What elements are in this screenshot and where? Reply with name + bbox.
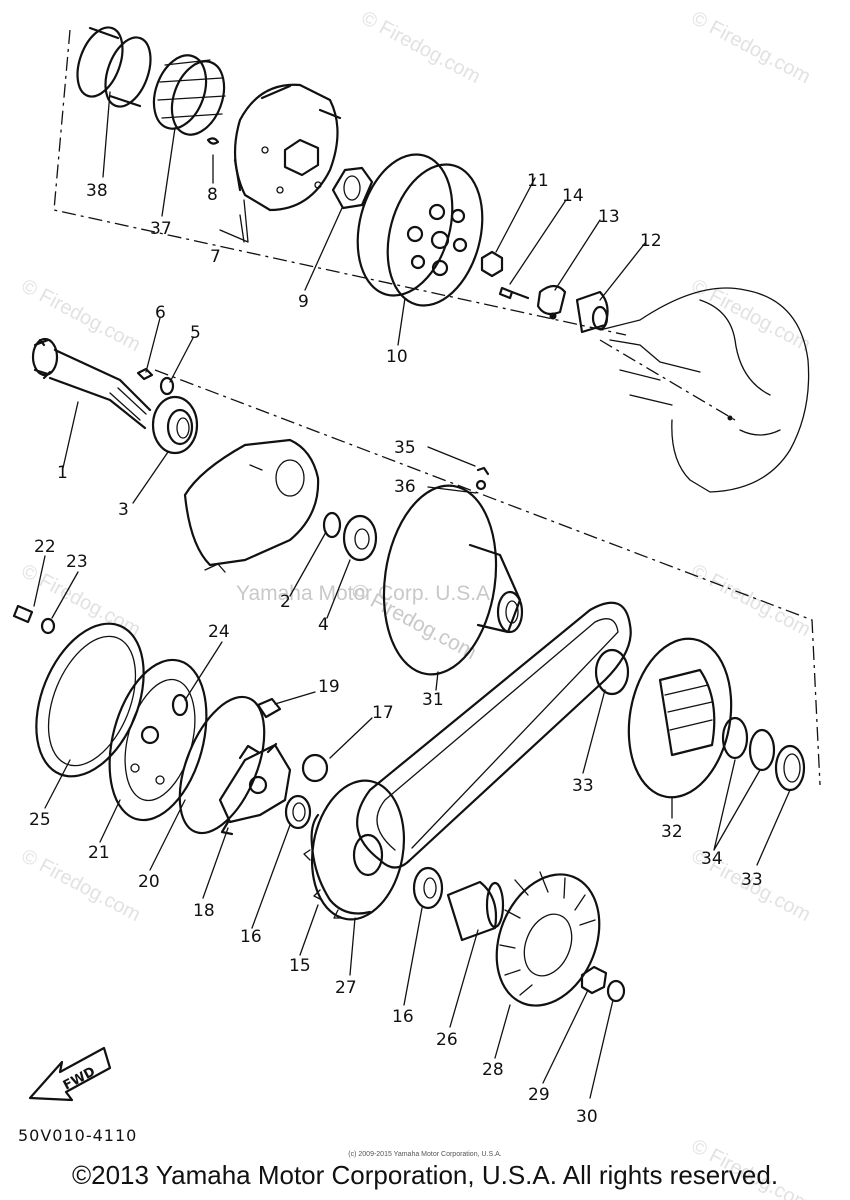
part-label: 18 <box>193 901 215 921</box>
clutch-sleeve-drawing <box>76 26 152 108</box>
diagram-code: 50V010-4110 <box>18 1126 138 1145</box>
watermark: © Firedog.com <box>688 7 814 88</box>
part-label: 29 <box>528 1085 550 1105</box>
rear-sheave-drawing <box>594 637 806 799</box>
o-ring-drawing <box>178 695 266 835</box>
drive-parts-drawing <box>412 866 626 1007</box>
part-label: 2 <box>280 592 291 612</box>
part-label: 32 <box>661 822 683 842</box>
primary-sheave-drawing <box>382 466 524 676</box>
part-label: 3 <box>118 500 129 520</box>
shaft-drawing <box>31 337 152 430</box>
part-label: 38 <box>86 181 108 201</box>
part-label: 25 <box>29 810 51 830</box>
part-label: 24 <box>208 622 230 642</box>
part-label: 27 <box>335 978 357 998</box>
part-label: 4 <box>318 615 329 635</box>
part-label: 20 <box>138 872 160 892</box>
part-label: 12 <box>640 231 662 251</box>
transmission-cover-drawing <box>183 438 320 573</box>
part-label: 35 <box>394 438 416 458</box>
watermark: © Firedog.com <box>688 560 814 641</box>
circlip-bearing-drawing <box>322 511 378 562</box>
part-label: 22 <box>34 537 56 557</box>
cover-plate-drawing <box>108 658 208 822</box>
part-label: 34 <box>701 849 723 869</box>
roller-bush-drawing <box>284 753 329 830</box>
watermark: © Firedog.com <box>358 7 484 88</box>
clutch-spring-drawing <box>152 54 226 136</box>
clutch-housing-drawing <box>356 153 484 307</box>
clutch-carrier-drawing <box>206 83 342 212</box>
watermark-layer: © Firedog.com © Firedog.com © Firedog.co… <box>18 7 814 1200</box>
part-label: 6 <box>155 303 166 323</box>
part-label: 30 <box>576 1107 598 1127</box>
fine-print: (c) 2009-2015 Yamaha Motor Corporation, … <box>348 1151 502 1158</box>
watermark: © Firedog.com <box>688 275 814 356</box>
part-label: 10 <box>386 347 408 367</box>
part-label: 17 <box>372 703 394 723</box>
part-label: 5 <box>190 323 201 343</box>
part-label: 16 <box>240 927 262 947</box>
part-label: 23 <box>66 552 88 572</box>
v-belt-drawing <box>356 601 632 869</box>
part-label: 36 <box>394 477 416 497</box>
part-label: 28 <box>482 1060 504 1080</box>
leader-lines <box>33 91 791 1099</box>
part-label: 16 <box>392 1007 414 1027</box>
assembly-boundary <box>53 29 821 786</box>
bearing-drawing <box>151 395 199 455</box>
small-parts-top-drawing <box>480 250 609 334</box>
part-label: 9 <box>298 292 309 312</box>
part-label: 15 <box>289 956 311 976</box>
part-label: 7 <box>210 247 221 267</box>
part-label: 33 <box>572 776 594 796</box>
part-label: 8 <box>207 185 218 205</box>
clutch-nut-drawing <box>331 166 374 210</box>
cam-plate-drawing <box>218 697 292 836</box>
part-label: 26 <box>436 1030 458 1050</box>
secondary-sheave-drawing <box>303 779 406 921</box>
part-label: 37 <box>150 219 172 239</box>
part-label: 11 <box>527 171 549 191</box>
crankcase-drawing <box>599 287 810 493</box>
copyright-notice: ©2013 Yamaha Motor Corporation, U.S.A. A… <box>71 1160 779 1190</box>
watermark: © Firedog.com <box>18 845 144 926</box>
part-label: 19 <box>318 677 340 697</box>
part-label: 31 <box>422 690 444 710</box>
part-label: 13 <box>598 207 620 227</box>
fwd-arrow: FWD <box>28 1046 112 1102</box>
part-label: 33 <box>741 870 763 890</box>
part-label: 14 <box>562 186 584 206</box>
part-label: 1 <box>57 463 68 483</box>
part-label: 21 <box>88 843 110 863</box>
bolt-washer-drawing <box>136 367 175 396</box>
left-cover-parts-drawing <box>12 604 145 778</box>
callout-labels: 38 37 8 7 9 10 11 14 13 12 6 5 1 3 35 36… <box>29 171 763 1127</box>
watermark-center: Yamaha Motor Corp. U.S.A. <box>236 582 496 605</box>
